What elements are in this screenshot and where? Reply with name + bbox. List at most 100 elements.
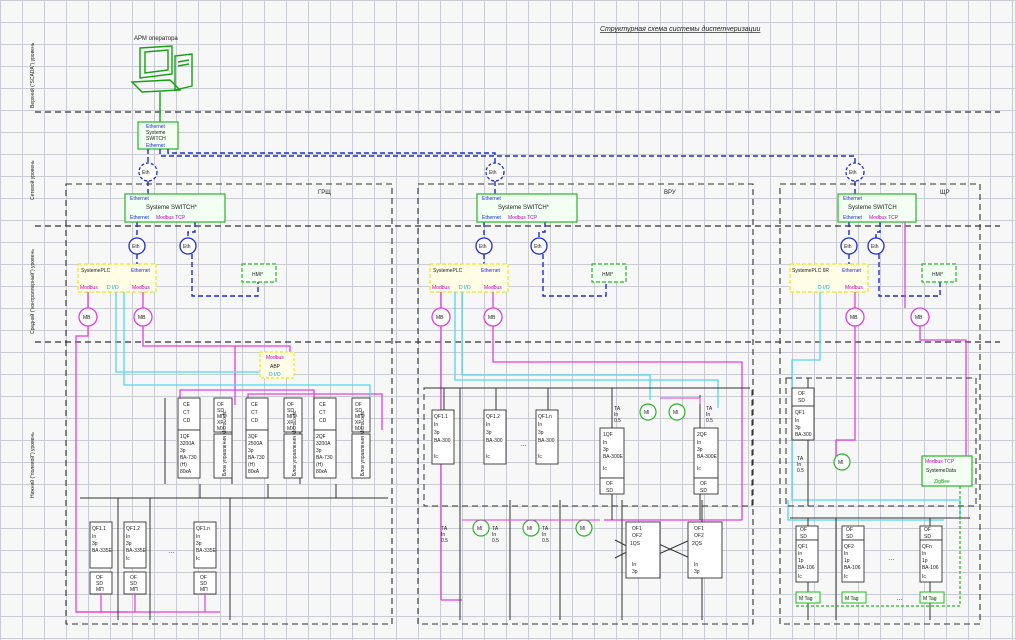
svg-text:(Н): (Н) bbox=[180, 462, 187, 468]
vru-ats-switches: OF1 OF2 1QS In 3р OF1 OF2 2QS In 3р bbox=[625, 521, 723, 579]
svg-text:ВА-300: ВА-300 bbox=[795, 432, 812, 438]
main-switch: Ethernet Systeme SWITCH Ethernet bbox=[137, 121, 179, 150]
svg-text:In: In bbox=[603, 440, 607, 446]
svg-text:2500А: 2500А bbox=[248, 441, 263, 447]
svg-text:SD: SD bbox=[924, 534, 931, 540]
svg-text:CE: CE bbox=[319, 402, 327, 408]
svg-text:M Tag: M Tag bbox=[845, 596, 859, 602]
svg-text:In: In bbox=[542, 532, 546, 538]
svg-text:D I/O: D I/O bbox=[107, 285, 119, 291]
section-frames bbox=[65, 183, 981, 625]
vru-input-1: ТА In 0.5 1QF In 3р ВА-300Е Ic OF SD bbox=[599, 406, 625, 495]
svg-text:0.5: 0.5 bbox=[542, 538, 549, 544]
mi-modbus-links bbox=[462, 397, 701, 521]
svg-text:SD: SD bbox=[96, 581, 103, 587]
svg-text:CT: CT bbox=[319, 410, 326, 416]
svg-text:Ic: Ic bbox=[538, 454, 542, 460]
hmi-grsh-label: HMI* bbox=[252, 272, 263, 278]
svg-text:D I/O: D I/O bbox=[269, 372, 281, 378]
grsh-feeder-2: QF1.2 In 3р ВА-335Е Ic OF SD MП bbox=[123, 521, 147, 595]
shr-feeders: OF SD QF1 In 1р ВА-106 Ic OF SD QF2 In 1… bbox=[795, 525, 943, 583]
ethernet-network bbox=[136, 149, 941, 297]
operator-workstation-icon bbox=[130, 45, 193, 122]
svg-text:Modbus TCP: Modbus TCP bbox=[925, 459, 955, 465]
svg-text:MX: MX bbox=[355, 426, 363, 432]
systemedata-gateway: Modbus TCP SystemeData ZigBee bbox=[921, 455, 973, 487]
svg-text:МВ: МВ bbox=[488, 315, 496, 321]
avr-block: Modbus АВР D I/O bbox=[259, 351, 295, 379]
svg-text:МI: МI bbox=[527, 526, 533, 532]
svg-text:0.5: 0.5 bbox=[706, 418, 713, 424]
svg-text:80кА: 80кА bbox=[248, 469, 260, 475]
vru-ta-labels: ТА In 0.5 ТА In 0.5 ТА In 0.5 bbox=[441, 526, 549, 544]
zigbee-network bbox=[796, 486, 961, 607]
svg-text:Modbus TCP: Modbus TCP bbox=[156, 215, 186, 221]
svg-text:3р: 3р bbox=[603, 447, 609, 453]
svg-text:QF1.2: QF1.2 bbox=[486, 414, 500, 420]
svg-text:QF1: QF1 bbox=[795, 410, 805, 416]
svg-text:MП: MП bbox=[217, 414, 225, 420]
svg-text:Modbus: Modbus bbox=[845, 285, 863, 291]
svg-text:Ic: Ic bbox=[844, 574, 848, 580]
svg-text:XF: XF bbox=[287, 420, 293, 426]
svg-text:D I/O: D I/O bbox=[818, 285, 830, 291]
svg-text:МВ: МВ bbox=[850, 315, 858, 321]
svg-text:QF2: QF2 bbox=[844, 544, 854, 550]
mb-modules bbox=[78, 307, 930, 327]
svg-text:1QF: 1QF bbox=[603, 432, 613, 438]
svg-text:MП: MП bbox=[96, 587, 104, 593]
mtag-sensors: M Tag M Tag … M Tag bbox=[795, 591, 945, 604]
svg-text:OF: OF bbox=[700, 481, 707, 487]
svg-text:80кА: 80кА bbox=[316, 469, 328, 475]
svg-text:CD: CD bbox=[251, 418, 259, 424]
svg-text:XF: XF bbox=[217, 420, 223, 426]
svg-text:CE: CE bbox=[183, 402, 191, 408]
svg-text:Modbus: Modbus bbox=[484, 285, 502, 291]
svg-text:МI: МI bbox=[673, 410, 679, 416]
svg-text:SD: SD bbox=[800, 534, 807, 540]
svg-text:ТА: ТА bbox=[492, 526, 499, 532]
svg-text:Eth: Eth bbox=[534, 244, 542, 250]
svg-text:Systeme SWITCH: Systeme SWITCH bbox=[848, 205, 897, 211]
svg-text:1QS: 1QS bbox=[630, 541, 641, 547]
svg-text:0.5: 0.5 bbox=[441, 538, 448, 544]
svg-text:ВА-300: ВА-300 bbox=[486, 438, 503, 444]
svg-text:Ic: Ic bbox=[196, 556, 200, 562]
plc-shr: SystemePLC 6R Ethernet D I/O Modbus bbox=[789, 263, 869, 293]
section-switch-grsh: Ethernet Systeme SWITCH* Ethernet Modbus… bbox=[124, 193, 226, 223]
svg-text:XF: XF bbox=[355, 420, 361, 426]
svg-text:Eth: Eth bbox=[479, 244, 487, 250]
svg-text:3200А: 3200А bbox=[180, 441, 195, 447]
svg-text:Ethernet: Ethernet bbox=[130, 215, 150, 221]
grsh-breaker-group-3: CE CT CD 2QF 3200А 3р ВА-730 (Н) 80кА OF… bbox=[313, 397, 371, 479]
svg-text:SystemePLC 6R: SystemePLC 6R bbox=[792, 268, 829, 274]
svg-text:In: In bbox=[538, 422, 542, 428]
svg-text:3р: 3р bbox=[248, 448, 254, 454]
svg-text:…: … bbox=[888, 555, 895, 562]
svg-text:MП: MП bbox=[355, 414, 363, 420]
svg-text:Ic: Ic bbox=[126, 556, 130, 562]
level-label-top: Верхний ("SCADA") уровень bbox=[29, 42, 36, 108]
svg-text:Ethernet: Ethernet bbox=[843, 215, 863, 221]
svg-text:МI: МI bbox=[477, 526, 483, 532]
eth-node-labels: Eth Eth Eth Eth Eth Eth Eth Eth Eth bbox=[132, 170, 879, 250]
svg-text:MП: MП bbox=[287, 414, 295, 420]
diagram-title: Структурная схема системы диспетчеризаци… bbox=[600, 25, 761, 33]
svg-text:OF1: OF1 bbox=[632, 526, 642, 532]
svg-text:…: … bbox=[896, 595, 903, 602]
svg-text:Ic: Ic bbox=[697, 466, 701, 472]
section-switch-vru: Ethernet Systeme SWITCH* Ethernet Modbus… bbox=[476, 193, 578, 223]
operator-label: АРМ оператора bbox=[134, 36, 178, 42]
svg-text:Ethernet: Ethernet bbox=[146, 124, 166, 130]
svg-text:Eth: Eth bbox=[489, 170, 497, 176]
grsh-feeder-modbus bbox=[100, 594, 206, 612]
svg-text:1р: 1р bbox=[922, 558, 928, 564]
svg-text:QF1.n: QF1.n bbox=[196, 526, 210, 532]
svg-text:Systeme: Systeme bbox=[146, 130, 166, 136]
grsh-breaker-group-2: CE CT CD 3QF 2500А 3р ВА-730 (Н) 80кА OF… bbox=[245, 397, 303, 479]
svg-text:In: In bbox=[694, 562, 698, 568]
svg-text:Ic: Ic bbox=[486, 454, 490, 460]
svg-text:1р: 1р bbox=[798, 558, 804, 564]
grsh-feeder-ellipsis: … bbox=[168, 548, 175, 555]
